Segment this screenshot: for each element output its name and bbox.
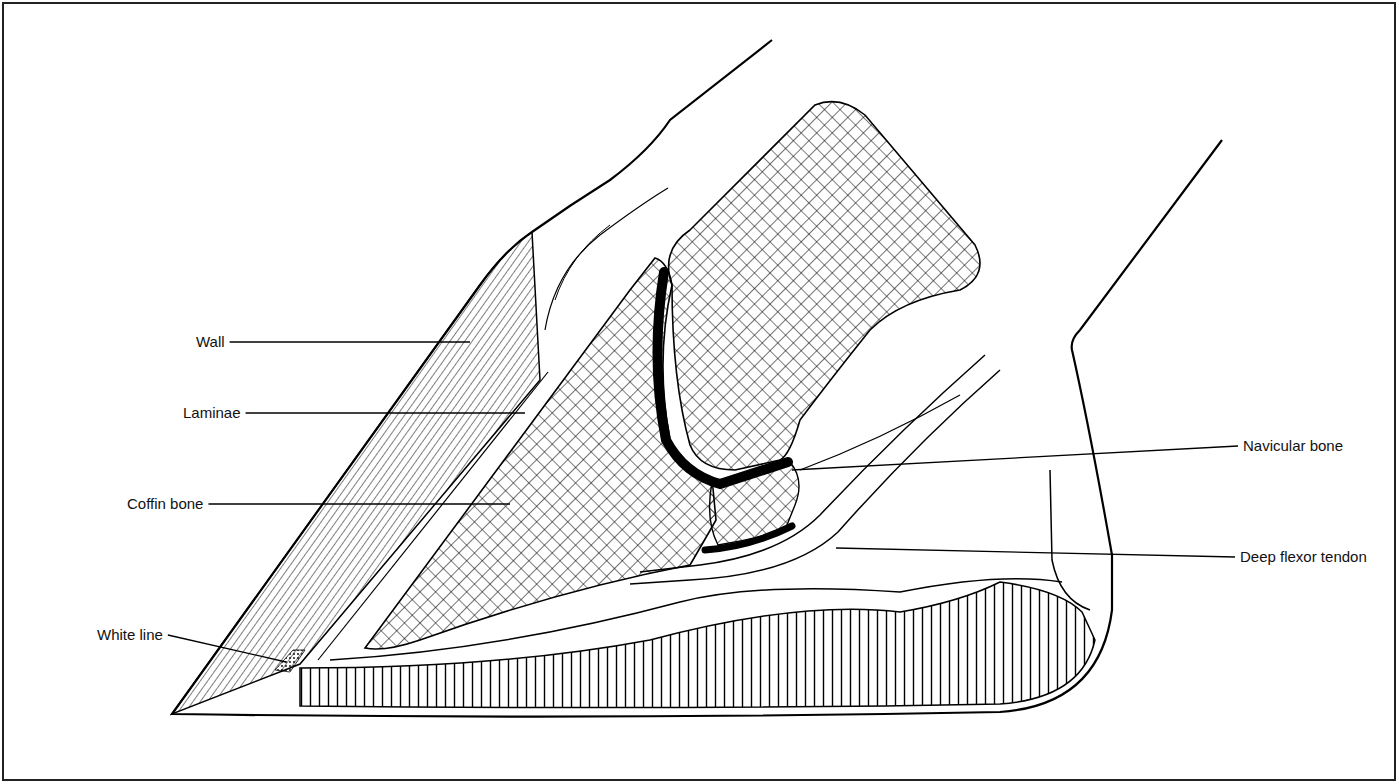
leader-line: [230, 341, 470, 342]
joint-band: [657, 272, 788, 484]
tendon-line: [640, 355, 985, 572]
frame: [3, 3, 1395, 780]
pastern-bone: [669, 102, 980, 470]
part-label: Laminae: [183, 404, 241, 422]
part-label: Navicular bone: [1243, 437, 1343, 455]
part-label: Deep flexor tendon: [1240, 548, 1367, 566]
part-label: Coffin bone: [127, 495, 203, 513]
hoof-outline: [172, 40, 1222, 717]
leader-line: [792, 446, 1238, 470]
coronary-line: [555, 225, 610, 300]
leader-line: [208, 503, 510, 504]
heel-line: [1050, 470, 1090, 610]
tendon-line: [630, 370, 1000, 584]
part-label: White line: [97, 626, 163, 644]
leader-line: [246, 412, 525, 413]
leader-line: [836, 548, 1235, 557]
joint-band: [705, 526, 792, 550]
leader-line: [168, 635, 286, 662]
tendon-line: [800, 395, 960, 470]
hoof-wall: [172, 232, 540, 714]
part-label: Wall: [196, 333, 225, 351]
